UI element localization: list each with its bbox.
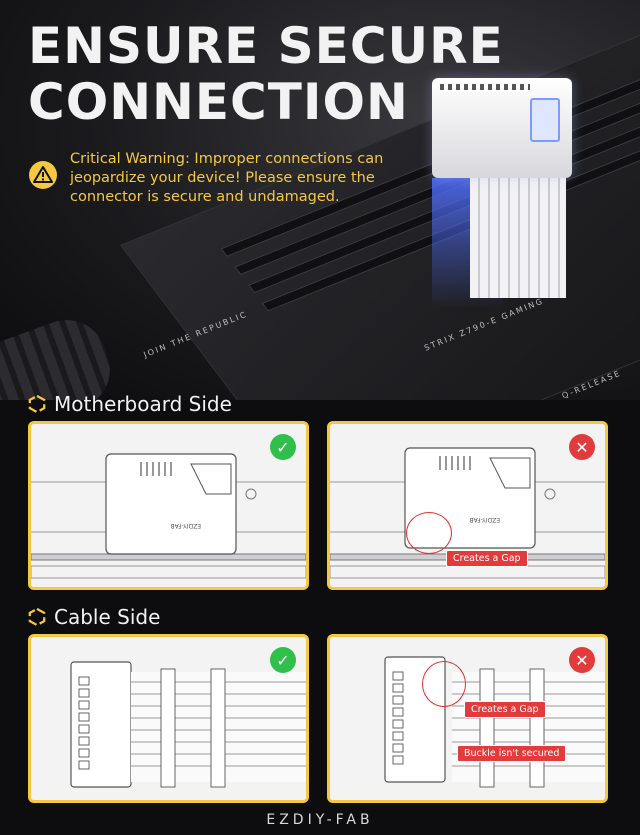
connector-label: EZDIY-FAB (469, 516, 500, 523)
panel-motherboard-correct: EZDIY-FAB ✓ (28, 421, 309, 590)
hero-section: JOIN THE REPUBLIC STRIX Z790-E GAMING Q-… (0, 0, 640, 400)
section-heading-motherboard: Motherboard Side (28, 392, 232, 416)
fan-illustration (0, 308, 122, 400)
warning-triangle-icon (29, 161, 57, 189)
brand-footer: EZDIY-FAB (266, 812, 374, 828)
callout-buckle-not-secured: Buckle isn't secured (457, 745, 567, 762)
x-icon: ✕ (569, 647, 595, 673)
cable-incorrect-illustration (330, 637, 605, 800)
power-cables (470, 178, 566, 298)
panel-cable-incorrect: Creates a Gap Buckle isn't secured ✕ (327, 634, 608, 803)
section-heading-cable: Cable Side (28, 605, 160, 629)
panel-motherboard-incorrect: EZDIY-FAB Creates a Gap ✕ (327, 421, 608, 590)
cable-correct-illustration (31, 637, 306, 800)
page-title: ENSURE SECURE CONNECTION (28, 18, 504, 130)
callout-creates-gap: Creates a Gap (446, 550, 528, 567)
callout-creates-gap: Creates a Gap (464, 701, 546, 718)
hexagon-ring-icon (28, 395, 46, 413)
gap-highlight (406, 512, 452, 554)
motherboard-correct-illustration: EZDIY-FAB (31, 424, 306, 587)
power-connector (432, 78, 572, 178)
panel-cable-correct: ✓ (28, 634, 309, 803)
critical-warning: Critical Warning: Improper connections c… (28, 150, 398, 207)
connector-label: EZDIY-FAB (170, 522, 201, 529)
check-icon: ✓ (270, 647, 296, 673)
gap-highlight (422, 661, 466, 707)
title-line-1: ENSURE SECURE (28, 17, 504, 75)
title-line-2: CONNECTION (28, 73, 409, 131)
x-icon: ✕ (569, 434, 595, 460)
connector-vents (440, 84, 530, 90)
warning-text: Critical Warning: Improper connections c… (70, 151, 384, 205)
section-title: Cable Side (54, 605, 161, 629)
check-icon: ✓ (270, 434, 296, 460)
hexagon-ring-icon (28, 608, 46, 626)
connector-clip (530, 98, 560, 142)
section-title: Motherboard Side (54, 392, 232, 416)
